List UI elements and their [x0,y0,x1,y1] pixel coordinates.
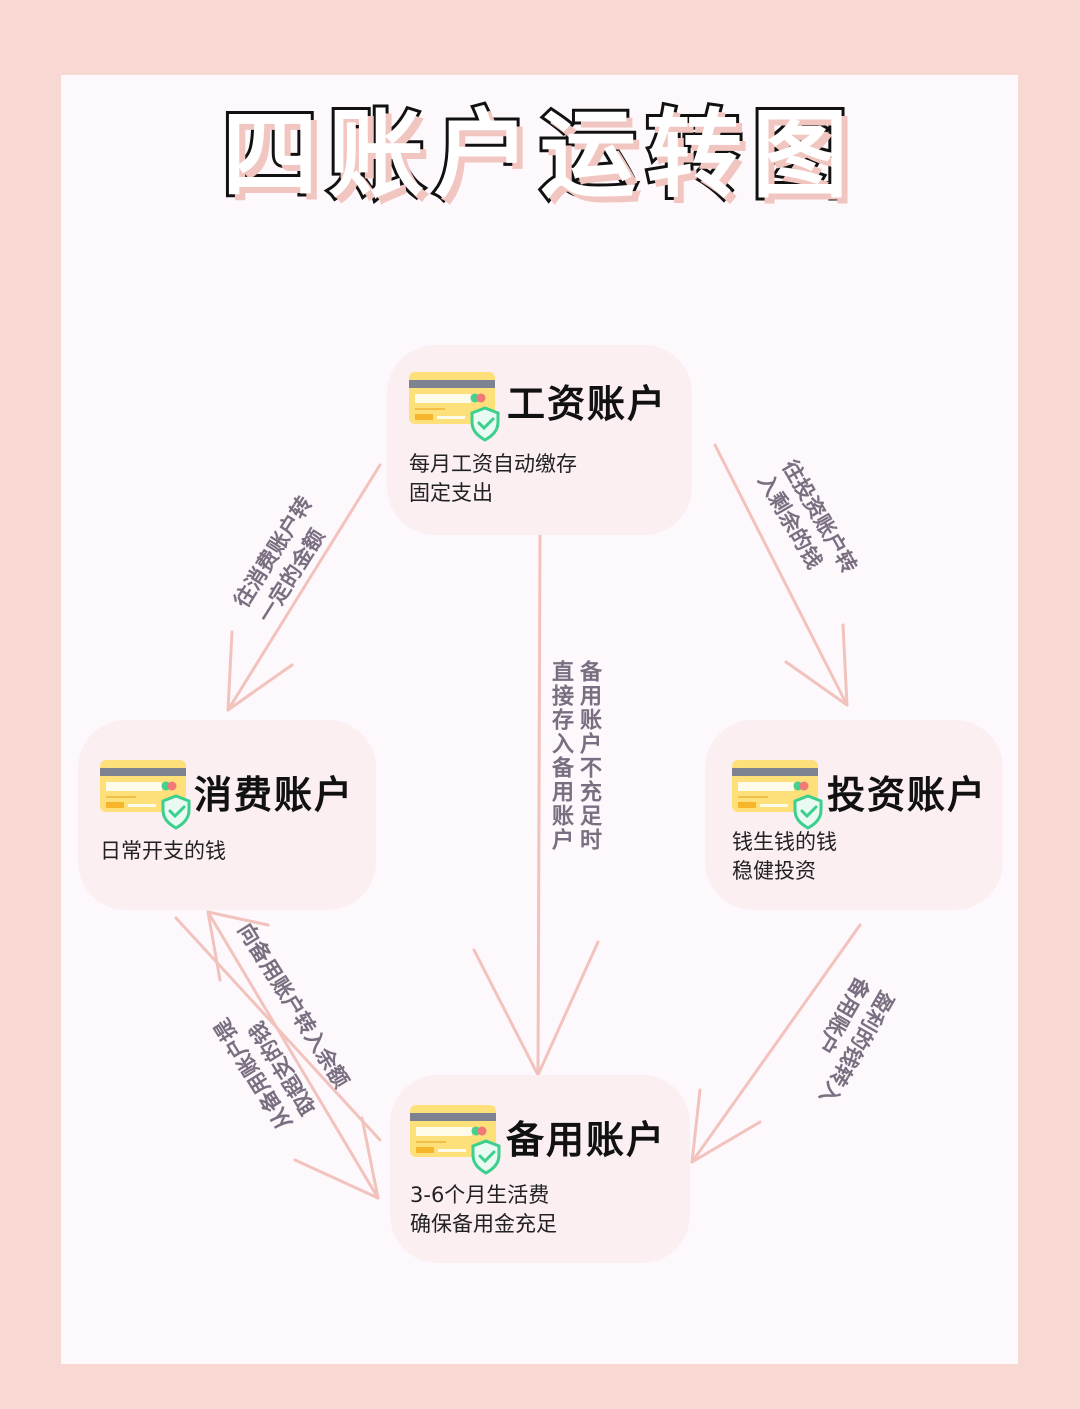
arrow-salary-to-investment [713,443,849,707]
page-title: 四账户运转图 [219,97,858,213]
card-title: 消费账户 [194,773,355,817]
card-description: 钱生钱的钱 稳健投资 [732,830,837,883]
card-spending-account: 消费账户 日常开支的钱 [78,720,376,910]
card-title: 工资账户 [507,382,668,426]
credit-card-shield-icon [410,1105,501,1175]
card-description: 3-6个月生活费 确保备用金充足 [410,1183,557,1236]
credit-card-shield-icon [100,760,191,830]
card-title: 备用账户 [506,1118,667,1162]
flow-label-salary-to-reserve: 备用账户不充足时 直接存入备用账户 [548,660,601,852]
card-description: 每月工资自动缴存 固定支出 [409,452,577,505]
arrow-salary-to-spending [226,463,382,712]
arrow-reserve-to-spending [174,910,382,1142]
card-description: 日常开支的钱 [100,839,226,863]
card-reserve-account: 备用账户 3-6个月生活费 确保备用金充足 [390,1075,690,1263]
card-title: 投资账户 [827,773,988,817]
credit-card-shield-icon [732,760,823,830]
arrow-investment-to-reserve [690,923,862,1164]
credit-card-shield-icon [409,372,500,442]
card-investment-account: 投资账户 钱生钱的钱 稳健投资 [705,720,1003,910]
card-salary-account: 工资账户 每月工资自动缴存 固定支出 [387,345,692,535]
arrow-salary-to-reserve [472,533,600,1077]
arrow-spending-to-reserve [206,910,380,1200]
